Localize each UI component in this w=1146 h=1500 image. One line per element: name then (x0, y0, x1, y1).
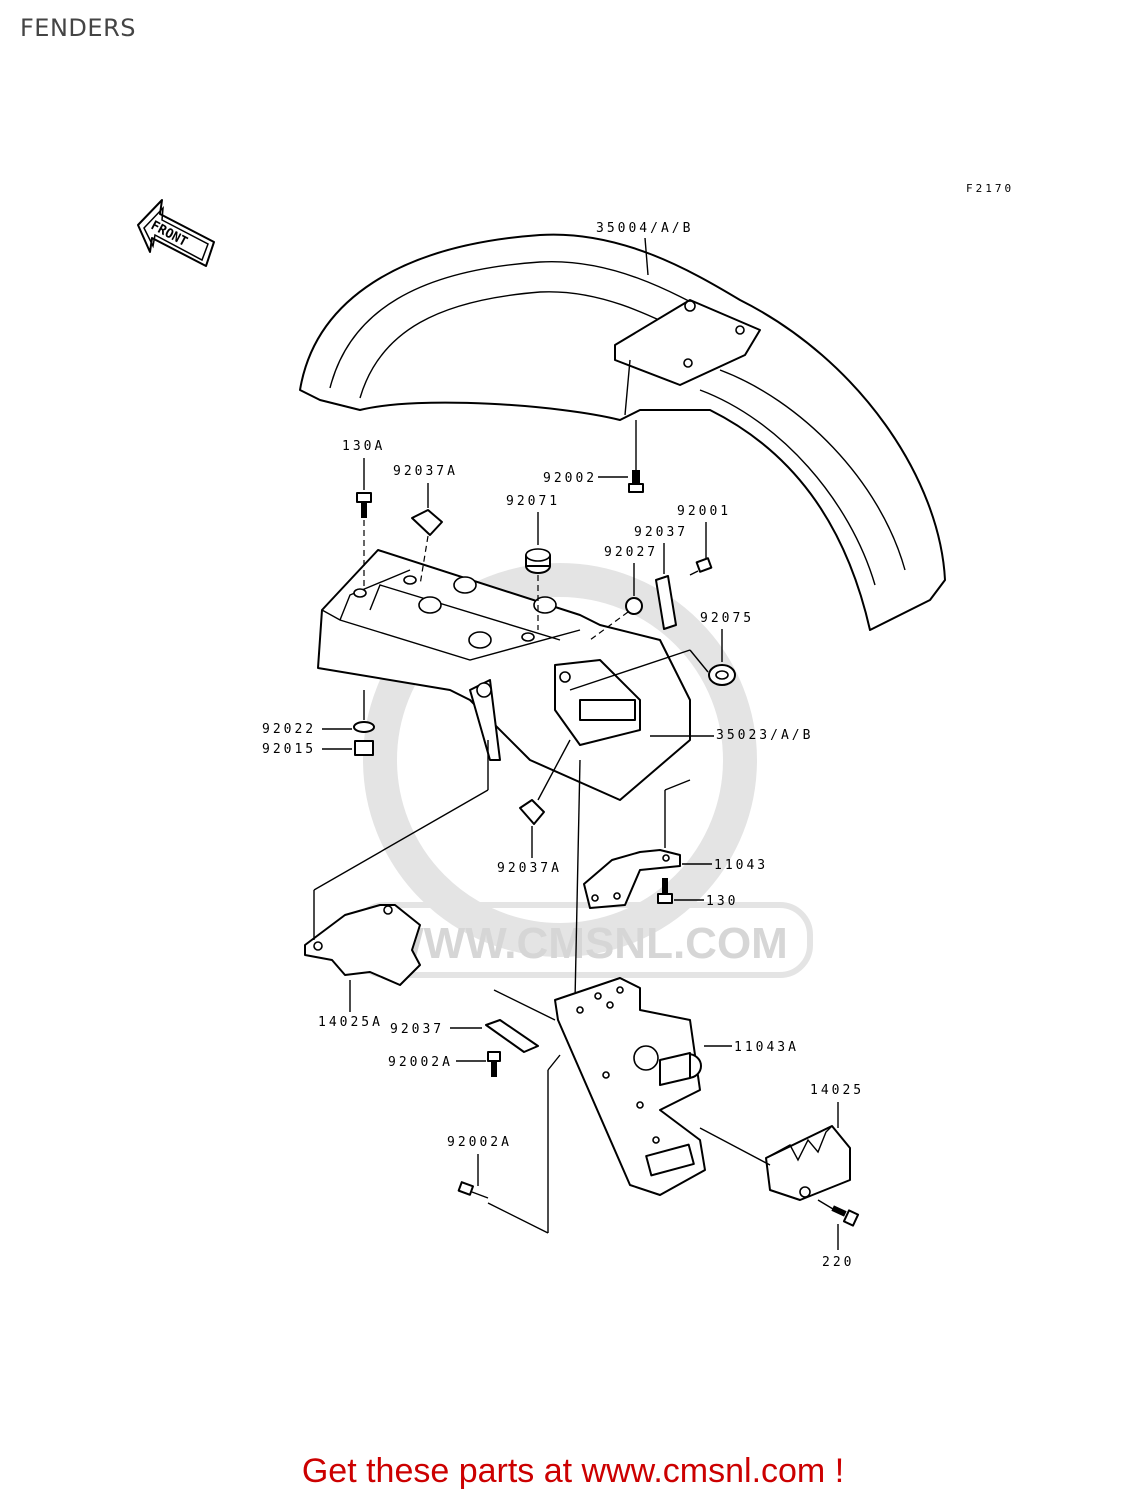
label-35023: 35023/A/B (716, 728, 813, 743)
label-14025A: 14025A (318, 1015, 383, 1030)
label-11043A: 11043A (734, 1040, 799, 1055)
label-35004: 35004/A/B (596, 221, 693, 236)
label-92002A-bottom: 92002A (447, 1135, 512, 1150)
bolt-92002 (628, 420, 644, 493)
label-92037-bottom: 92037 (390, 1022, 444, 1037)
front-arrow-icon: FRONT (137, 199, 215, 267)
label-92001: 92001 (677, 504, 731, 519)
label-92037A-top: 92037A (393, 464, 458, 479)
label-92027: 92027 (604, 545, 658, 560)
reference-code: F2170 (966, 182, 1014, 195)
bolt-130 (657, 878, 673, 904)
grommet-92075 (569, 649, 736, 691)
guard-14025 (699, 1125, 851, 1201)
label-92002: 92002 (543, 471, 597, 486)
label-220: 220 (822, 1255, 854, 1270)
label-14025: 14025 (810, 1083, 864, 1098)
washer-92022 (353, 690, 375, 733)
watermark-text: WWW.CMSNL.COM (382, 919, 788, 968)
label-130: 130 (706, 894, 738, 909)
nut-92015 (354, 740, 374, 756)
grommet-92027 (589, 597, 643, 641)
label-92002A-mid: 92002A (388, 1055, 453, 1070)
bolt-92002A-mid (487, 1051, 501, 1077)
label-92037-top: 92037 (634, 525, 688, 540)
bolt-130A (356, 492, 372, 590)
cover-14025A (304, 740, 489, 986)
bolt-92002A-bottom (457, 1054, 561, 1234)
page-title: FENDERS (20, 14, 136, 42)
bracket-11043 (583, 849, 681, 909)
cta-link[interactable]: Get these parts at www.cmsnl.com ! (301, 1452, 845, 1490)
front-fender (299, 233, 946, 631)
fenders-diagram: WWW.CMSNL.COM FRONT F2170 35004/A/B 9200… (137, 182, 1014, 1270)
bracket-11043A (554, 977, 706, 1196)
label-92075: 92075 (700, 611, 754, 626)
label-92037A-bottom: 92037A (497, 861, 562, 876)
rear-fender (317, 549, 691, 801)
bolt-92001 (689, 557, 713, 576)
bolt-220 (817, 1199, 860, 1227)
plate-92037-top (655, 575, 677, 630)
clip-92037A-bottom (519, 739, 571, 825)
label-130A: 130A (342, 439, 385, 454)
clip-92037A-top (411, 509, 443, 586)
label-92015: 92015 (262, 742, 316, 757)
label-92022: 92022 (262, 722, 316, 737)
label-11043: 11043 (714, 858, 768, 873)
label-92071: 92071 (506, 494, 560, 509)
plate-92037-bottom (485, 989, 556, 1053)
spacer-92071 (525, 548, 551, 630)
